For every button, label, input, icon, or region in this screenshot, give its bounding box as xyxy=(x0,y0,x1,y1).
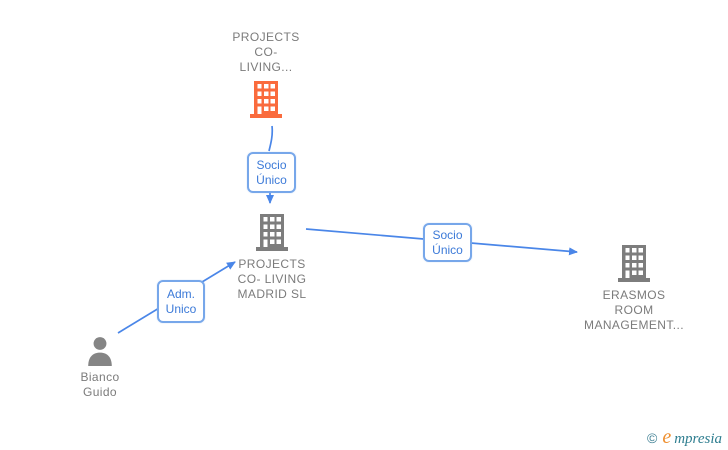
company-node-erasmos[interactable]: ERASMOS ROOM MANAGEMENT... xyxy=(559,245,709,333)
empresia-watermark[interactable]: © e mpresia xyxy=(647,427,722,448)
company-node-top[interactable]: PROJECTS CO- LIVING... xyxy=(191,30,341,124)
node-label-line: MADRID SL xyxy=(237,287,307,301)
node-label-line: CO- xyxy=(254,45,278,59)
person-node-bianco-guido[interactable]: Bianco Guido xyxy=(40,336,160,400)
edge-label-line: Único xyxy=(256,172,287,187)
edge-label-line: Socio xyxy=(432,227,463,242)
building-icon xyxy=(256,214,288,251)
edge-label-socio-unico-right: Socio Único xyxy=(423,223,472,262)
person-icon xyxy=(88,337,112,366)
edge-label-line: Adm. xyxy=(166,286,195,301)
edge-label-adm-unico: Adm. Unico xyxy=(157,280,205,323)
edge-top-to-label xyxy=(268,125,274,152)
edge-label-socio-unico-top: Socio Único xyxy=(247,152,296,193)
node-label-line: Guido xyxy=(82,385,118,399)
edge-label-line: Único xyxy=(432,242,463,257)
node-label-line: ROOM xyxy=(614,303,654,317)
building-icon xyxy=(618,245,650,282)
node-label-line: ERASMOS xyxy=(602,288,666,302)
node-label-line: PROJECTS xyxy=(238,257,306,271)
node-label-line: MANAGEMENT... xyxy=(584,318,684,332)
node-label-line: LIVING... xyxy=(239,60,293,74)
copyright-icon: © xyxy=(647,430,658,446)
company-node-middle[interactable]: PROJECTS CO- LIVING MADRID SL xyxy=(197,214,347,302)
edge-label-line: Unico xyxy=(165,301,197,316)
node-label-line: PROJECTS xyxy=(232,30,300,44)
brand-initial: e xyxy=(662,426,672,448)
node-label-line: Bianco xyxy=(80,370,120,384)
brand-name: mpresia xyxy=(674,431,722,447)
edge-label-line: Socio xyxy=(256,157,287,172)
node-label-line: CO- LIVING xyxy=(237,272,307,286)
building-icon xyxy=(250,81,282,118)
